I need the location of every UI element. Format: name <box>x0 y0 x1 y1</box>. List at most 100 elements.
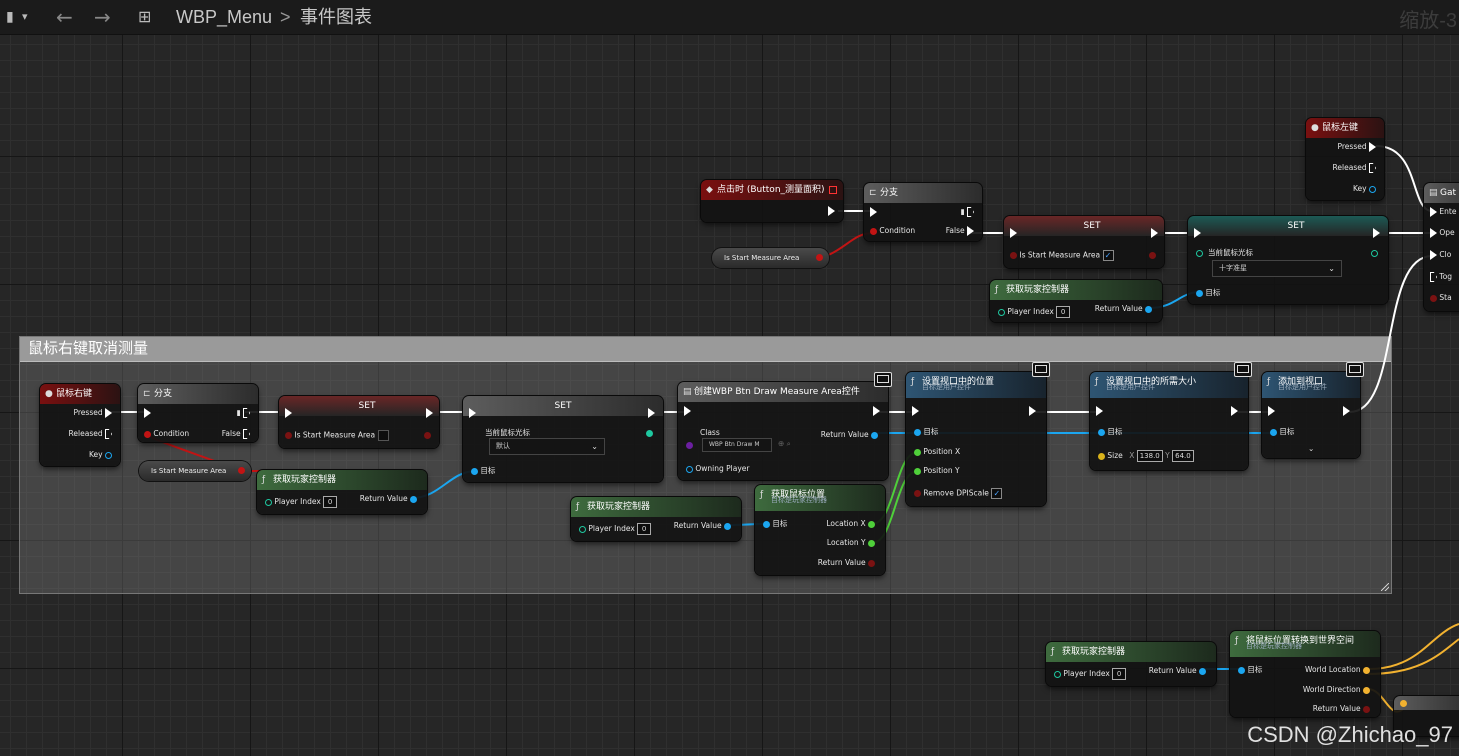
get-player-controller-node-top[interactable]: ƒ 获取玩家控制器 Player Index 0 Return Value <box>990 280 1162 322</box>
add-to-viewport-node[interactable]: ƒ 添加到视口 目标是用户控件 目标 ⌄ <box>1262 362 1364 458</box>
world-location-pin[interactable]: World Location <box>1305 665 1370 675</box>
pressed-pin[interactable]: Pressed <box>73 408 112 418</box>
chevron-down-icon[interactable]: ▾ <box>22 10 28 23</box>
target-pin[interactable]: 目标 <box>1238 665 1262 675</box>
exec-out-pin[interactable] <box>1151 228 1158 238</box>
world-direction-pin[interactable]: World Direction <box>1303 685 1370 695</box>
size-y-input[interactable]: 64.0 <box>1172 450 1194 462</box>
exec-in-pin[interactable] <box>469 408 476 418</box>
gate-enter-pin[interactable]: Ente <box>1430 207 1456 217</box>
exec-out-pin[interactable] <box>1029 406 1036 416</box>
event-node-right-mouse[interactable]: ● 鼠标右键 Pressed Released Key <box>40 384 120 466</box>
return-value-pin[interactable]: Return Value <box>821 430 878 440</box>
exec-out-pin[interactable] <box>1343 406 1350 416</box>
get-mouse-position-node[interactable]: ƒ 获取鼠标位置 目标是玩家控制器 目标 Location X Location… <box>755 485 885 575</box>
released-pin[interactable]: Released <box>1333 163 1376 173</box>
key-pin[interactable]: Key <box>89 450 112 460</box>
class-browse-icon[interactable]: ⊕ ⌕ <box>778 439 791 448</box>
position-y-pin[interactable]: Position Y <box>914 466 960 476</box>
cursor-dropdown[interactable]: 默认⌄ <box>489 438 605 455</box>
size-x-input[interactable]: 138.0 <box>1136 450 1163 462</box>
bool-in-pin[interactable]: Is Start Measure Area ✓ <box>1010 250 1114 261</box>
deproject-mouse-to-world-node[interactable]: ƒ 将鼠标位置转换到世界空间 目标是玩家控制器 目标 World Locatio… <box>1230 631 1380 717</box>
false-exec-pin[interactable]: False <box>946 226 974 236</box>
checkbox-unchecked[interactable] <box>377 430 389 441</box>
true-exec-pin[interactable]: ▮ <box>236 408 250 418</box>
checkbox-checked[interactable]: ✓ <box>1102 250 1114 261</box>
bool-out-pin[interactable] <box>424 430 431 440</box>
comment-title[interactable]: 鼠标右键取消测量 <box>20 337 1391 362</box>
class-dropdown[interactable]: WBP Btn Draw M <box>702 438 772 452</box>
branch-node-bottom[interactable]: ⊏ 分支 ▮ Condition False <box>138 384 258 442</box>
exec-out-pin[interactable] <box>426 408 433 418</box>
gate-open-pin[interactable]: Ope <box>1430 228 1455 238</box>
return-value-pin[interactable]: Return Value <box>674 521 731 531</box>
bool-out-pin[interactable] <box>816 254 823 261</box>
set-node-current-cursor-bottom[interactable]: SET 当前鼠标光标 默认⌄ 目标 <box>463 396 663 482</box>
target-pin[interactable]: 目标 <box>471 466 495 476</box>
gate-close-pin[interactable]: Clo <box>1430 250 1451 260</box>
event-node-click[interactable]: ◆ 点击时 (Button_测量面积) <box>701 180 843 222</box>
cursor-in-pin[interactable] <box>1196 248 1203 258</box>
get-player-controller-node-bottom-3[interactable]: ƒ 获取玩家控制器 Player Index 0 Return Value <box>1046 642 1216 686</box>
exec-in-pin[interactable] <box>1194 228 1201 238</box>
variable-getter-is-start-measure-area[interactable]: Is Start Measure Area <box>712 248 829 268</box>
exec-in-pin[interactable] <box>1010 228 1017 238</box>
condition-pin[interactable]: Condition <box>144 429 189 439</box>
return-value-pin[interactable]: Return Value <box>1149 666 1206 676</box>
cursor-dropdown[interactable]: 十字准星⌄ <box>1212 260 1342 277</box>
forward-arrow-icon[interactable]: → <box>94 5 111 29</box>
exec-in-pin[interactable] <box>684 406 691 416</box>
condition-pin[interactable]: Condition <box>870 226 915 236</box>
exec-in-pin[interactable] <box>912 406 919 416</box>
position-x-pin[interactable]: Position X <box>914 447 960 457</box>
class-pin[interactable] <box>686 440 693 450</box>
variable-getter-is-start-measure-area-bottom[interactable]: Is Start Measure Area <box>139 461 251 481</box>
vector-in-pin[interactable] <box>1400 698 1407 708</box>
false-exec-pin[interactable]: False <box>222 429 250 439</box>
target-pin[interactable]: 目标 <box>1098 427 1122 437</box>
set-desired-size-in-viewport-node[interactable]: ƒ 设置视口中的所需大小 目标是用户控件 目标 Size X 138.0 Y 6… <box>1090 362 1252 470</box>
exec-out-pin[interactable] <box>873 406 880 416</box>
exec-in-pin[interactable] <box>870 207 877 217</box>
pressed-pin[interactable]: Pressed <box>1337 142 1376 152</box>
player-index-pin[interactable]: Player Index 0 <box>1054 668 1127 680</box>
exec-in-pin[interactable] <box>285 408 292 418</box>
set-node-is-start-measure-area-top[interactable]: SET Is Start Measure Area ✓ <box>1004 216 1164 268</box>
delegate-pin-icon[interactable] <box>829 186 837 194</box>
breadcrumb-root[interactable]: WBP_Menu <box>176 7 273 27</box>
event-node-left-mouse[interactable]: ● 鼠标左键 Pressed Released Key <box>1306 118 1384 200</box>
player-index-pin[interactable]: Player Index 0 <box>265 496 338 508</box>
gate-start-closed-pin[interactable]: Sta <box>1430 293 1452 303</box>
released-pin[interactable]: Released <box>69 429 112 439</box>
set-node-is-start-measure-area-bottom[interactable]: SET Is Start Measure Area <box>279 396 439 448</box>
owning-player-pin[interactable]: Owning Player <box>686 464 750 474</box>
remove-dpi-scale-pin[interactable]: Remove DPIScale ✓ <box>914 488 1003 499</box>
cursor-out-pin[interactable] <box>646 428 653 438</box>
bool-in-pin[interactable]: Is Start Measure Area <box>285 430 389 441</box>
true-exec-pin[interactable]: ▮ <box>960 207 974 217</box>
location-y-pin[interactable]: Location Y <box>827 538 875 548</box>
player-index-pin[interactable]: Player Index 0 <box>998 306 1071 318</box>
gate-toggle-pin[interactable]: Tog <box>1430 272 1452 282</box>
gate-node[interactable]: ▤ Gat Ente Ope Clo Tog Sta <box>1424 183 1459 311</box>
bool-out-pin[interactable] <box>1149 250 1156 260</box>
breadcrumb-current[interactable]: 事件图表 <box>300 7 372 27</box>
player-index-pin[interactable]: Player Index 0 <box>579 523 652 535</box>
exec-in-pin[interactable] <box>1268 406 1275 416</box>
target-pin[interactable]: 目标 <box>763 519 787 529</box>
return-value-pin[interactable]: Return Value <box>1313 704 1370 714</box>
exec-in-pin[interactable] <box>1096 406 1103 416</box>
bookmark-icon[interactable]: ▮ <box>6 9 14 25</box>
expand-arrow-icon[interactable]: ⌄ <box>1308 444 1315 453</box>
key-pin[interactable]: Key <box>1353 184 1376 194</box>
exec-out-pin[interactable] <box>1231 406 1238 416</box>
bool-out-pin[interactable] <box>238 467 245 474</box>
branch-node-top[interactable]: ⊏ 分支 ▮ Condition False <box>864 183 982 241</box>
target-pin[interactable]: 目标 <box>1270 427 1294 437</box>
target-pin[interactable]: 目标 <box>914 427 938 437</box>
exec-out-pin[interactable] <box>648 408 655 418</box>
resize-grip-icon[interactable] <box>1381 583 1389 591</box>
target-pin[interactable]: 目标 <box>1196 288 1220 298</box>
get-player-controller-node-bottom-2[interactable]: ƒ 获取玩家控制器 Player Index 0 Return Value <box>571 497 741 541</box>
